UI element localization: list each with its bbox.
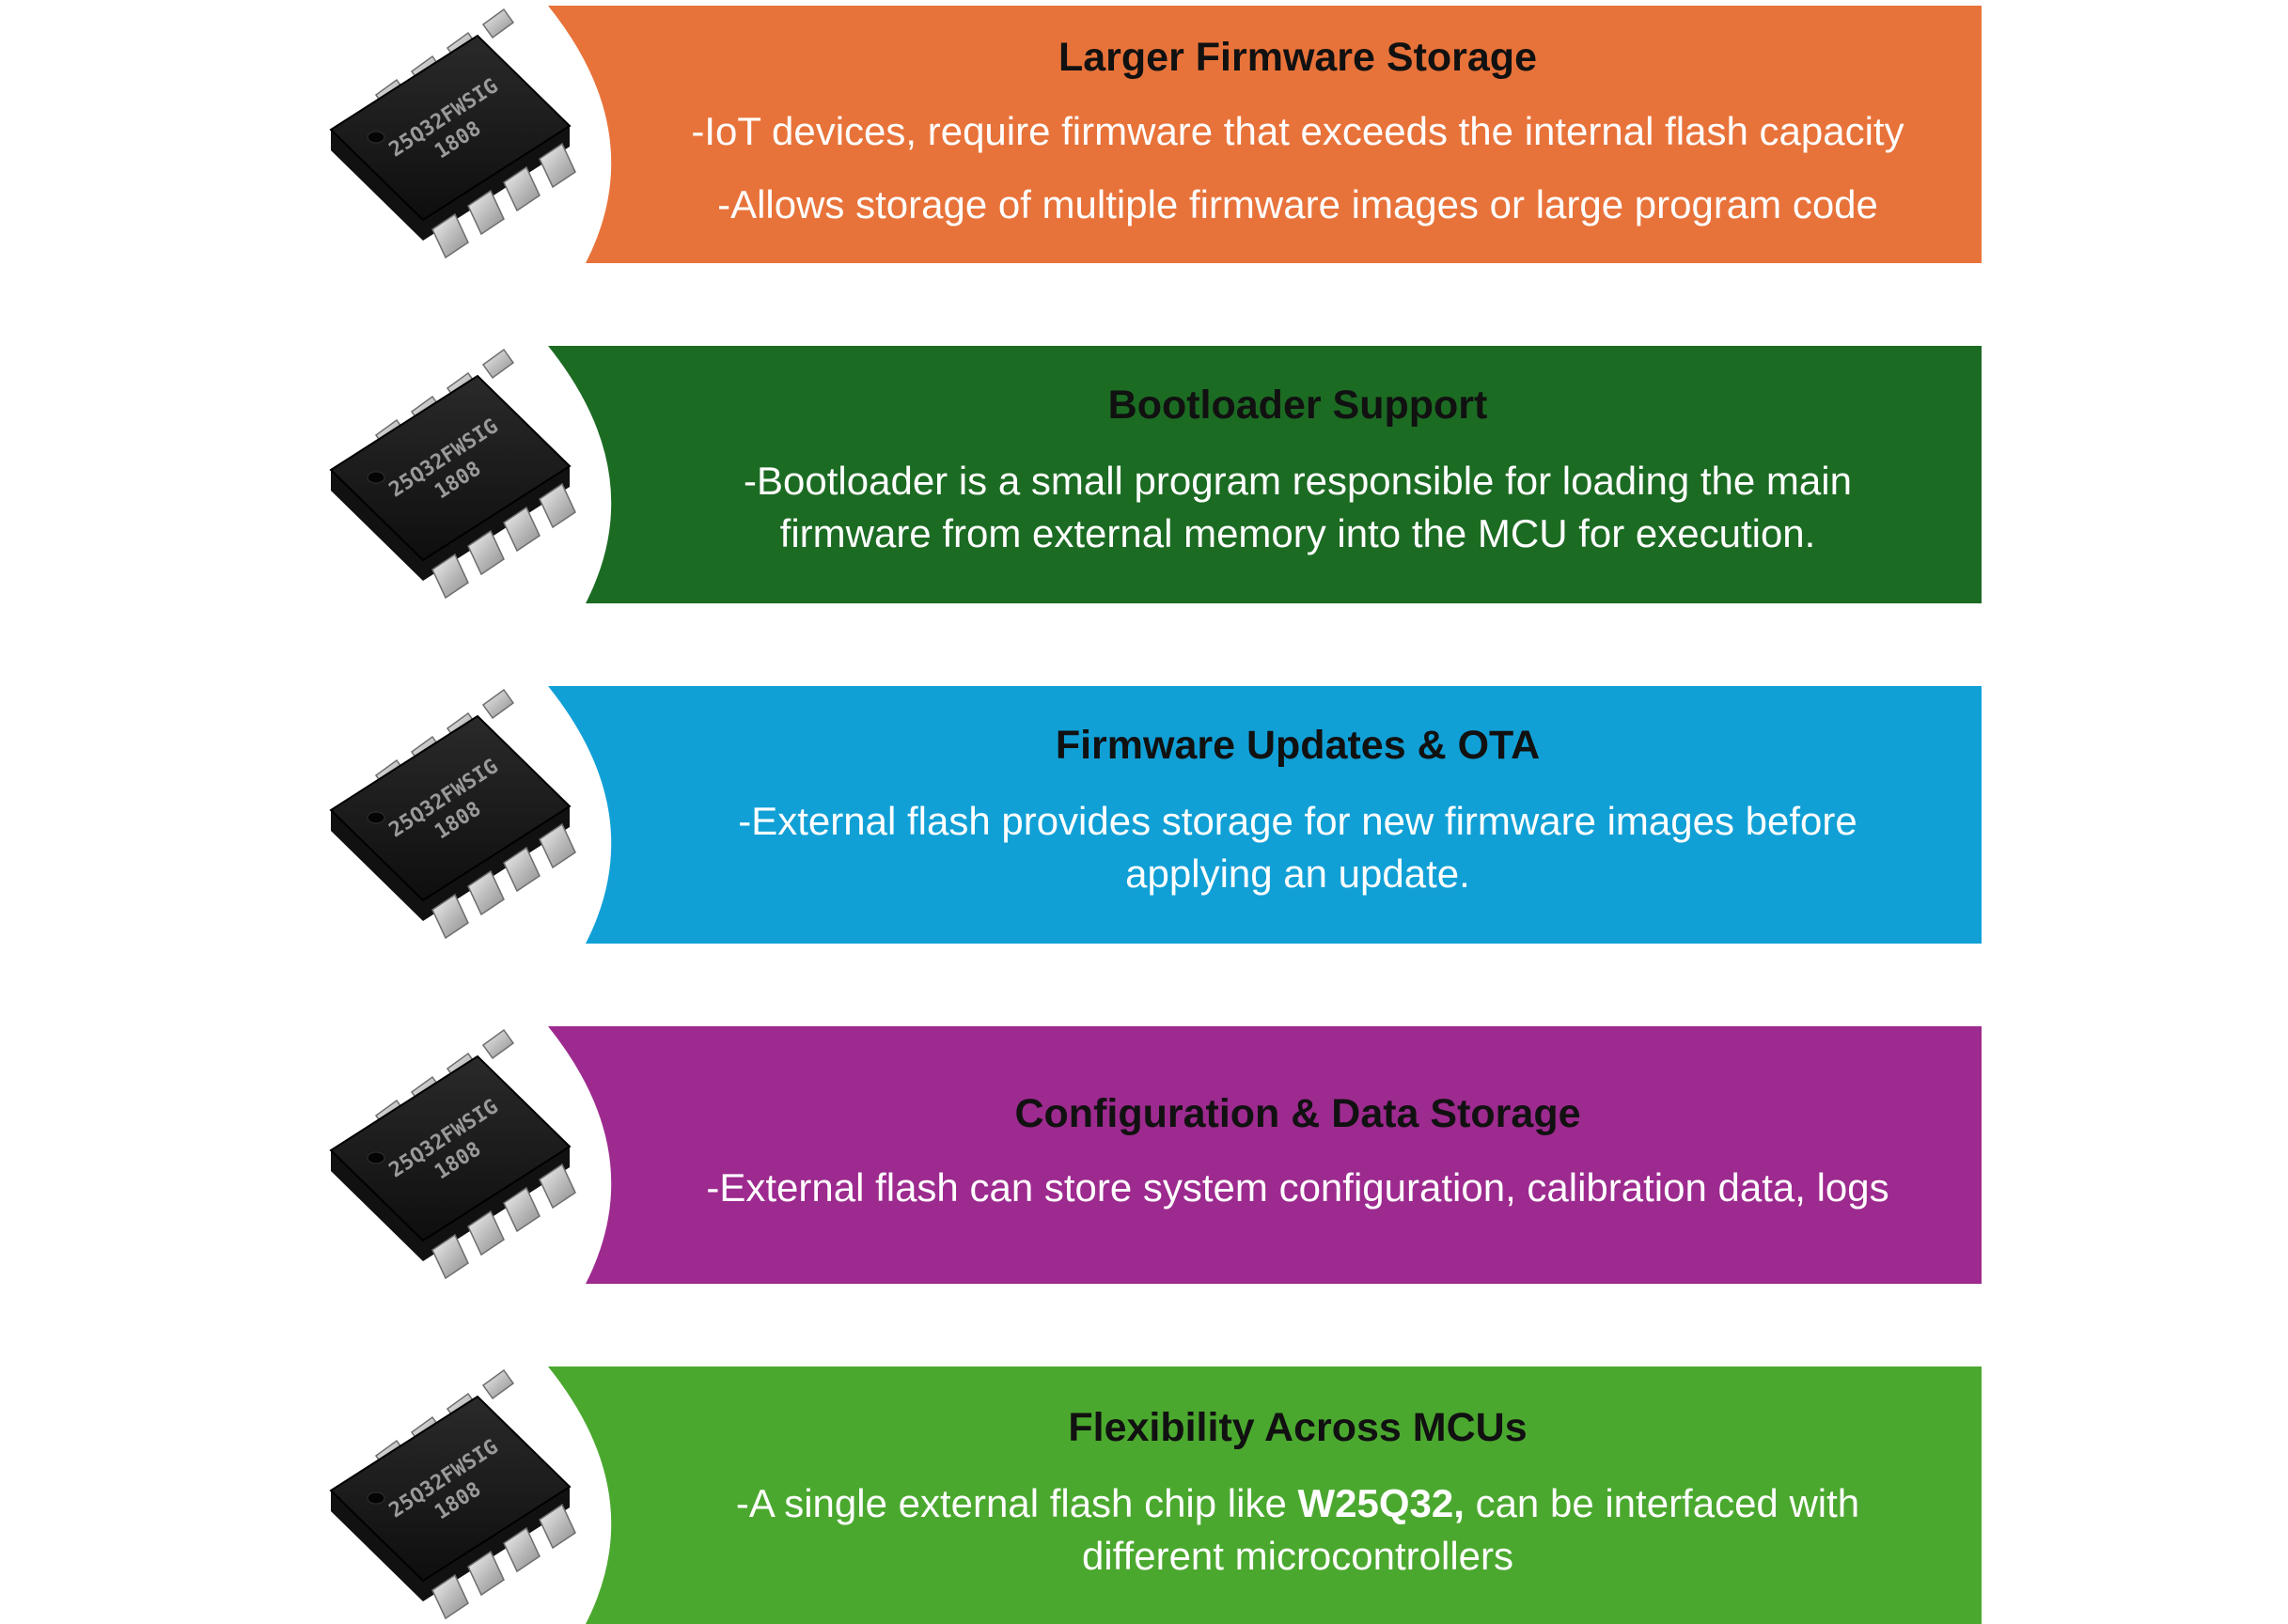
feature-line: applying an update. (1125, 851, 1470, 896)
soic8-flash-chip-icon: 25Q32FWSIG 1808 (330, 689, 576, 939)
feature-line: firmware from external memory into the M… (779, 510, 1816, 555)
flash-chip-image: 25Q32FWSIG 1808 (310, 686, 592, 944)
flash-chip-image: 25Q32FWSIG 1808 (310, 1366, 592, 1624)
soic8-flash-chip-icon: 25Q32FWSIG 1808 (330, 349, 576, 599)
feature-banner: Flexibility Across MCUs -A single extern… (548, 1366, 1982, 1624)
feature-title: Firmware Updates & OTA (1055, 723, 1541, 768)
soic8-flash-chip-icon: 25Q32FWSIG 1808 (330, 1029, 576, 1279)
feature-row-configuration-storage: 25Q32FWSIG 1808 Configuration & Data Sto… (0, 1026, 2288, 1284)
feature-banner: Firmware Updates & OTA -External flash p… (548, 686, 1982, 944)
flash-chip-image: 25Q32FWSIG 1808 (310, 1026, 592, 1284)
chip-model-highlight: W25Q32, (1297, 1480, 1465, 1525)
feature-row-bootloader: 25Q32FWSIG 1808 Bootloader Support -Boot… (0, 346, 2288, 603)
feature-banner: Bootloader Support -Bootloader is a smal… (548, 346, 1982, 603)
feature-line: different microcontrollers (1081, 1533, 1514, 1578)
flash-chip-image: 25Q32FWSIG 1808 (310, 346, 592, 603)
feature-row-firmware-storage: 25Q32FWSIG 1808 Larger Firmware Storage … (0, 6, 2288, 263)
feature-line: -Bootloader is a small program responsib… (744, 458, 1852, 503)
feature-title: Flexibility Across MCUs (1068, 1405, 1528, 1450)
soic8-flash-chip-icon: 25Q32FWSIG 1808 (330, 8, 576, 258)
feature-line: -Allows storage of multiple firmware ima… (717, 181, 1878, 226)
feature-line: -A single external flash chip like W25Q3… (633, 1477, 1963, 1530)
feature-banner: Configuration & Data Storage -External f… (548, 1026, 1982, 1284)
feature-line-prefix: -A single external flash chip like (735, 1480, 1298, 1525)
banner-background (548, 346, 1982, 603)
banner-background (548, 6, 1982, 263)
feature-line: -External flash can store system configu… (706, 1164, 1889, 1210)
feature-row-firmware-updates: 25Q32FWSIG 1808 Firmware Updates & OTA -… (0, 686, 2288, 944)
feature-title: Bootloader Support (1107, 383, 1488, 428)
banner-background (548, 686, 1982, 944)
feature-title: Configuration & Data Storage (1014, 1091, 1581, 1136)
feature-row-flexibility: 25Q32FWSIG 1808 Flexibility Across MCUs … (0, 1366, 2288, 1624)
banner-background (548, 1366, 1982, 1624)
feature-line-suffix: can be interfaced with (1464, 1480, 1860, 1525)
banner-background (548, 1026, 1982, 1284)
flash-chip-image: 25Q32FWSIG 1808 (310, 6, 592, 263)
feature-title: Larger Firmware Storage (1058, 35, 1537, 80)
feature-line: -External flash provides storage for new… (738, 798, 1857, 843)
soic8-flash-chip-icon: 25Q32FWSIG 1808 (330, 1369, 576, 1619)
feature-line: -IoT devices, require firmware that exce… (691, 108, 1904, 153)
feature-banner: Larger Firmware Storage -IoT devices, re… (548, 6, 1982, 263)
